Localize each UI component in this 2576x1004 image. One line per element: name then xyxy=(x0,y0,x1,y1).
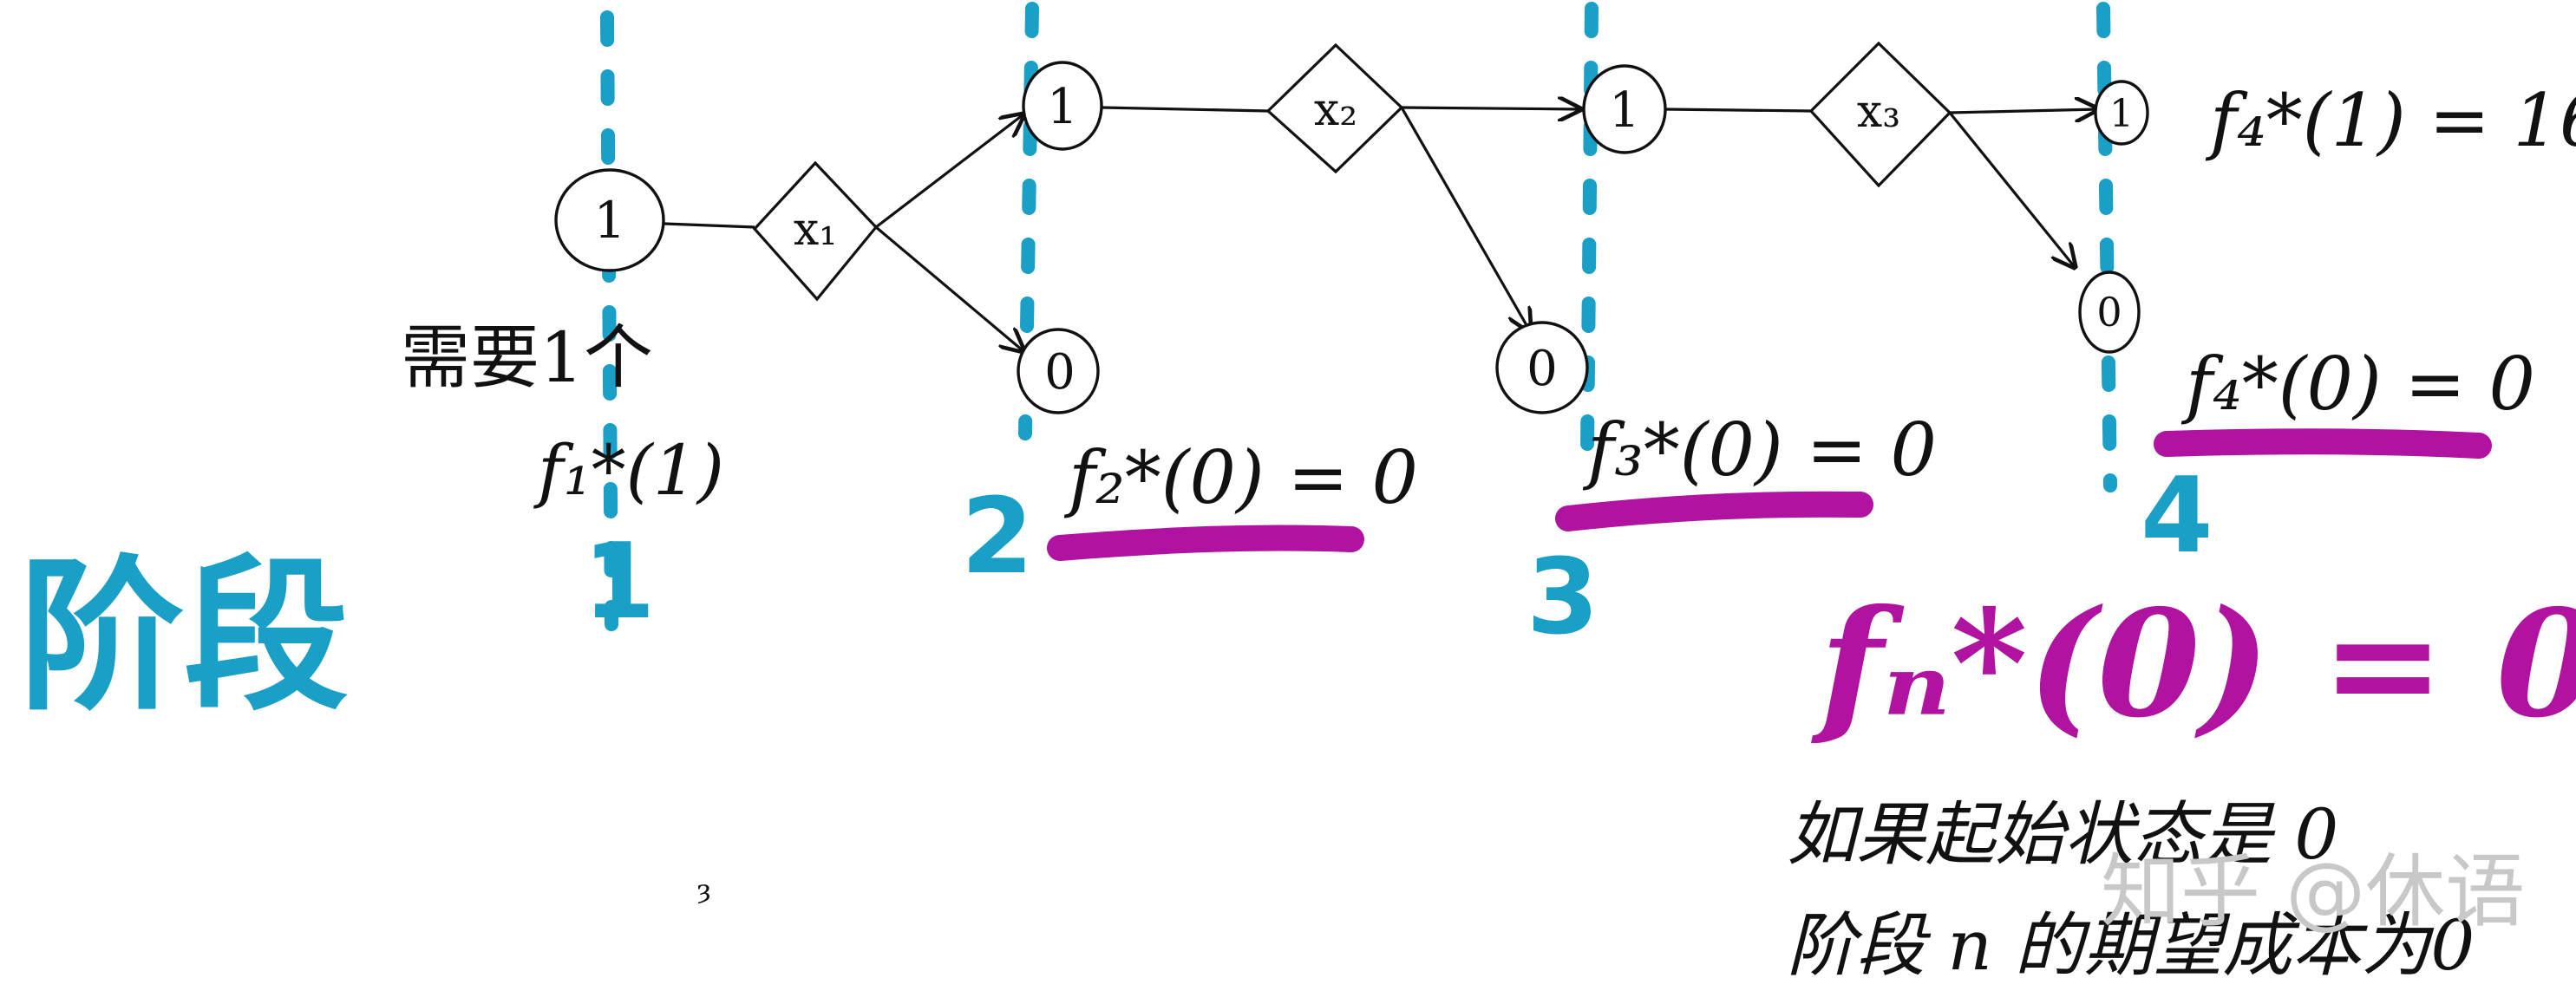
stage-number-3: 3 xyxy=(1527,538,1599,658)
node-stage2-state0 xyxy=(1017,328,1100,414)
stage-line-3 xyxy=(1580,2,1599,458)
node-stage2-state0-label: 0 xyxy=(1044,344,1076,401)
stage-number-2: 2 xyxy=(961,477,1034,597)
edge-x1-to-s2-0 xyxy=(874,225,1023,351)
node-stage4-state1-label: 1 xyxy=(2109,92,2134,136)
decision-x3 xyxy=(1808,41,1952,188)
node-stage1-state1 xyxy=(554,168,665,272)
decision-x2-label: x₂ xyxy=(1314,84,1357,136)
label-f1: f₁*(1) xyxy=(533,430,724,511)
node-stage4-state1 xyxy=(2094,80,2149,146)
node-stage3-state1-label: 1 xyxy=(1609,82,1640,139)
stray-mark: ȝ xyxy=(697,875,711,905)
label-f3-zero: f₃*(0) = 0 xyxy=(1582,407,1937,492)
stage-line-4 xyxy=(2096,2,2117,492)
edges xyxy=(664,108,2097,351)
highlight-f4 xyxy=(2154,428,2492,459)
note-line-2: 阶段 n 的期望成本为0 xyxy=(1787,905,2475,986)
label-f4-one: f₄*(1) = 1600 xyxy=(2205,78,2576,163)
node-stage1-state1-label: 1 xyxy=(594,191,626,250)
edge-s3-to-x3 xyxy=(1664,108,1812,113)
decision-x3-label: x₃ xyxy=(1857,86,1900,138)
label-f2-zero: f₂*(0) = 0 xyxy=(1063,435,1418,520)
decision-x2 xyxy=(1265,42,1404,174)
edge-x2-to-s3-1 xyxy=(1401,108,1580,109)
edge-x2-to-s3-0 xyxy=(1400,107,1530,331)
stage-title: 阶段 xyxy=(19,541,349,733)
decision-x1-label: x₁ xyxy=(794,204,837,256)
label-need-one: 需要1个 xyxy=(401,317,653,398)
edge-x3-to-s4-1 xyxy=(1949,109,2097,113)
decision-x1 xyxy=(752,160,879,302)
node-stage2-state1 xyxy=(1022,61,1103,151)
label-f4-zero: f₄*(0) = 0 xyxy=(2180,342,2535,427)
edge-x3-to-s4-0 xyxy=(1948,111,2075,267)
node-stage3-state0-label: 0 xyxy=(1527,341,1558,397)
watermark: 知乎 @休语 xyxy=(2101,845,2525,938)
edge-x1-to-s2-1 xyxy=(875,114,1023,229)
node-stage4-state0-label: 0 xyxy=(2096,289,2122,336)
stage-line-1 xyxy=(600,10,618,631)
highlight-f3 xyxy=(1555,491,1873,531)
highlight-f2 xyxy=(1047,525,1364,561)
note-line-1: 如果起始状态是 0 xyxy=(1787,794,2338,875)
node-stage2-state1-label: 1 xyxy=(1047,79,1078,135)
decision-diamonds xyxy=(752,41,1952,302)
stage-number-4: 4 xyxy=(2141,456,2213,577)
formula-fn-zero: fₙ*(0) = 0 xyxy=(1811,577,2576,751)
highlight-strokes xyxy=(1047,428,2492,561)
edge-s2-to-x2 xyxy=(1101,106,1269,113)
node-stage3-state0 xyxy=(1495,321,1589,414)
node-stage3-state1 xyxy=(1582,64,1667,154)
edge-s1-to-x1 xyxy=(664,222,755,229)
node-stage4-state0 xyxy=(2078,271,2141,354)
stage-number-1: 1 xyxy=(583,522,656,642)
state-nodes xyxy=(554,61,2149,414)
